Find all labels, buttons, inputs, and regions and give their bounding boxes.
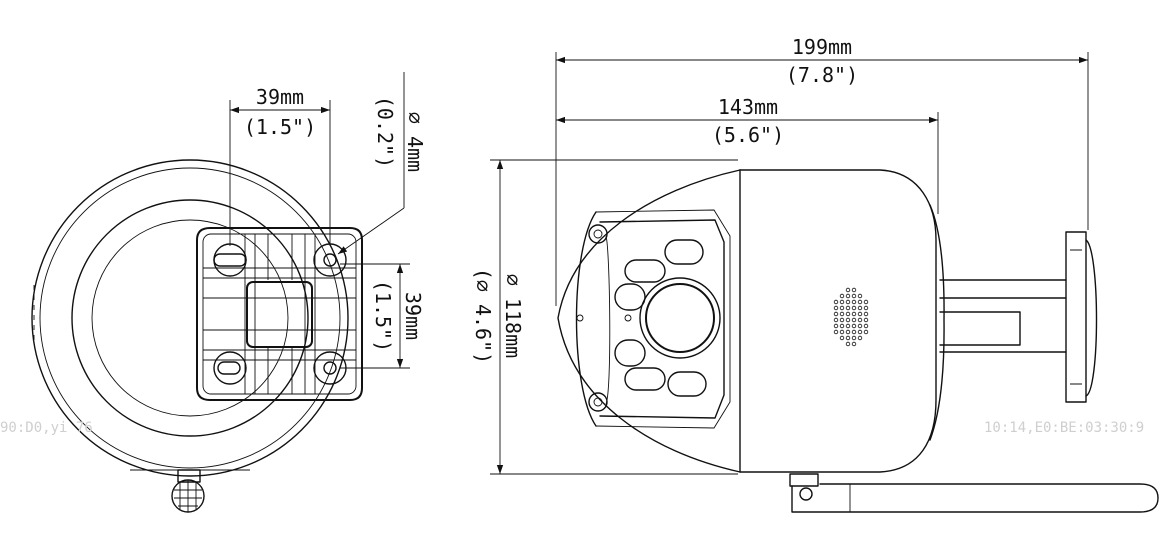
dim-body-width: 143mm (5.6") (556, 95, 939, 214)
dim-label-imperial: (1.5") (244, 115, 316, 139)
mounting-hole (313, 243, 347, 277)
antenna (789, 473, 1159, 513)
side-view: 199mm (7.8") 143mm (5.6") ∅ 118mm (∅ 4.6… (471, 35, 1159, 513)
speaker-grille (833, 287, 869, 347)
dim-hole-spacing-vertical: 39mm (1.5") (340, 263, 425, 369)
dim-total-width: 199mm (7.8") (555, 35, 1089, 306)
dim-label-imperial: (1.5") (371, 280, 395, 352)
mounting-hole (213, 351, 247, 385)
dim-label-metric: 143mm (718, 95, 778, 119)
watermark: 10:14,E0:BE:03:30:9 (984, 420, 1144, 436)
dim-label-metric: 199mm (792, 35, 852, 59)
dim-label-imperial: (5.6") (712, 123, 784, 147)
dim-hole-spacing-horizontal: 39mm (1.5") (229, 85, 331, 246)
dim-label-imperial: (∅ 4.6") (471, 268, 495, 364)
front-view: 39mm (1.5") 39mm (1.5") ∅ 4mm (0.2") 90:… (0, 72, 427, 513)
dim-label-metric: ∅ 118mm (501, 274, 525, 358)
dim-diameter: ∅ 118mm (∅ 4.6") (471, 159, 738, 475)
wall-bracket (939, 231, 1098, 403)
dim-label-metric: ∅ 4mm (403, 112, 427, 172)
dim-hole-diameter: ∅ 4mm (0.2") (337, 72, 427, 255)
dim-label-imperial: (0.2") (373, 96, 397, 168)
watermark: 90:D0,yi 76 (0, 420, 93, 436)
mounting-hole (213, 243, 247, 277)
adjustment-knob (171, 469, 205, 513)
dim-label-metric: 39mm (401, 292, 425, 340)
dim-label-metric: 39mm (256, 85, 304, 109)
dim-label-imperial: (7.8") (786, 63, 858, 87)
mounting-plate (196, 227, 363, 401)
